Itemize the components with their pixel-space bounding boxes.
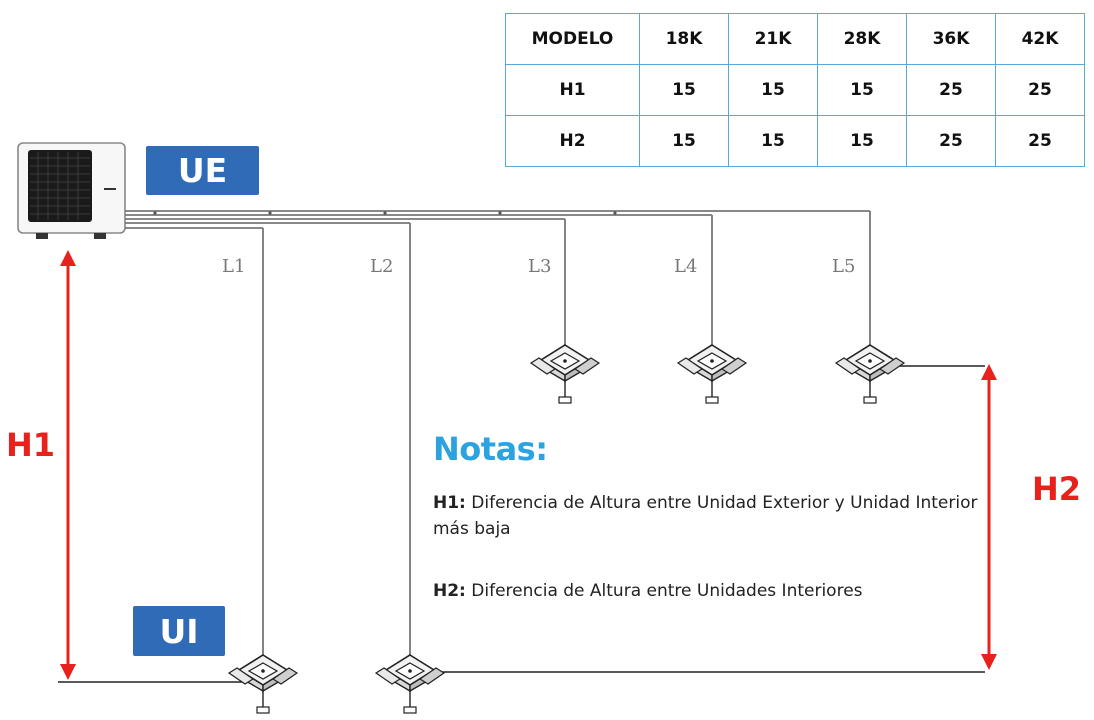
h1-label: H1 — [6, 426, 56, 464]
table-cell: 15 — [639, 64, 729, 116]
table-cell: 25 — [906, 115, 996, 167]
line-label-l5: L5 — [832, 256, 856, 277]
h2-label: H2 — [1032, 470, 1082, 508]
ue-label: UE — [146, 146, 259, 195]
indoor-unit-icon — [228, 654, 298, 714]
table-row: H2 15 15 15 25 25 — [505, 115, 1085, 167]
line-label-l1: L1 — [222, 256, 246, 277]
note-h2-key: H2: — [433, 581, 466, 601]
indoor-unit-icon — [530, 344, 600, 404]
table-header-cell: 28K — [817, 13, 907, 65]
reference-lines — [58, 365, 985, 683]
line-label-l4: L4 — [674, 256, 698, 277]
table-cell: 25 — [906, 64, 996, 116]
table-cell: 25 — [995, 64, 1085, 116]
refrigerant-piping — [125, 210, 871, 655]
table-cell: 15 — [639, 115, 729, 167]
note-h2: H2: Diferencia de Altura entre Unidades … — [433, 578, 993, 604]
table-cell: 15 — [817, 115, 907, 167]
note-h1-key: H1: — [433, 493, 466, 513]
table-header-cell: 21K — [728, 13, 818, 65]
indoor-unit-icon — [677, 344, 747, 404]
note-h1-text: Diferencia de Altura entre Unidad Exteri… — [433, 493, 978, 539]
line-label-l2: L2 — [370, 256, 394, 277]
table-header-cell: 18K — [639, 13, 729, 65]
table-cell: 25 — [995, 115, 1085, 167]
table-row: H1 15 15 15 25 25 — [505, 64, 1085, 116]
note-h2-text: Diferencia de Altura entre Unidades Inte… — [471, 581, 863, 601]
note-h1: H1: Diferencia de Altura entre Unidad Ex… — [433, 490, 993, 542]
line-label-l3: L3 — [528, 256, 552, 277]
table-header-cell: 42K — [995, 13, 1085, 65]
table-cell: 15 — [728, 115, 818, 167]
table-cell: 15 — [728, 64, 818, 116]
outdoor-unit-icon — [17, 142, 126, 239]
table-cell: H2 — [505, 115, 640, 167]
height-spec-table: MODELO 18K 21K 28K 36K 42K H1 15 15 15 2… — [505, 13, 1085, 167]
table-header-cell: 36K — [906, 13, 996, 65]
table-header-cell: MODELO — [505, 13, 640, 65]
table-cell: H1 — [505, 64, 640, 116]
table-header-row: MODELO 18K 21K 28K 36K 42K — [505, 13, 1085, 65]
indoor-unit-icon — [375, 654, 445, 714]
notes-title: Notas: — [433, 430, 548, 468]
ui-label: UI — [133, 606, 225, 656]
indoor-unit-icon — [835, 344, 905, 404]
table-cell: 15 — [817, 64, 907, 116]
h2-arrow — [981, 364, 997, 670]
h1-arrow — [60, 250, 76, 680]
